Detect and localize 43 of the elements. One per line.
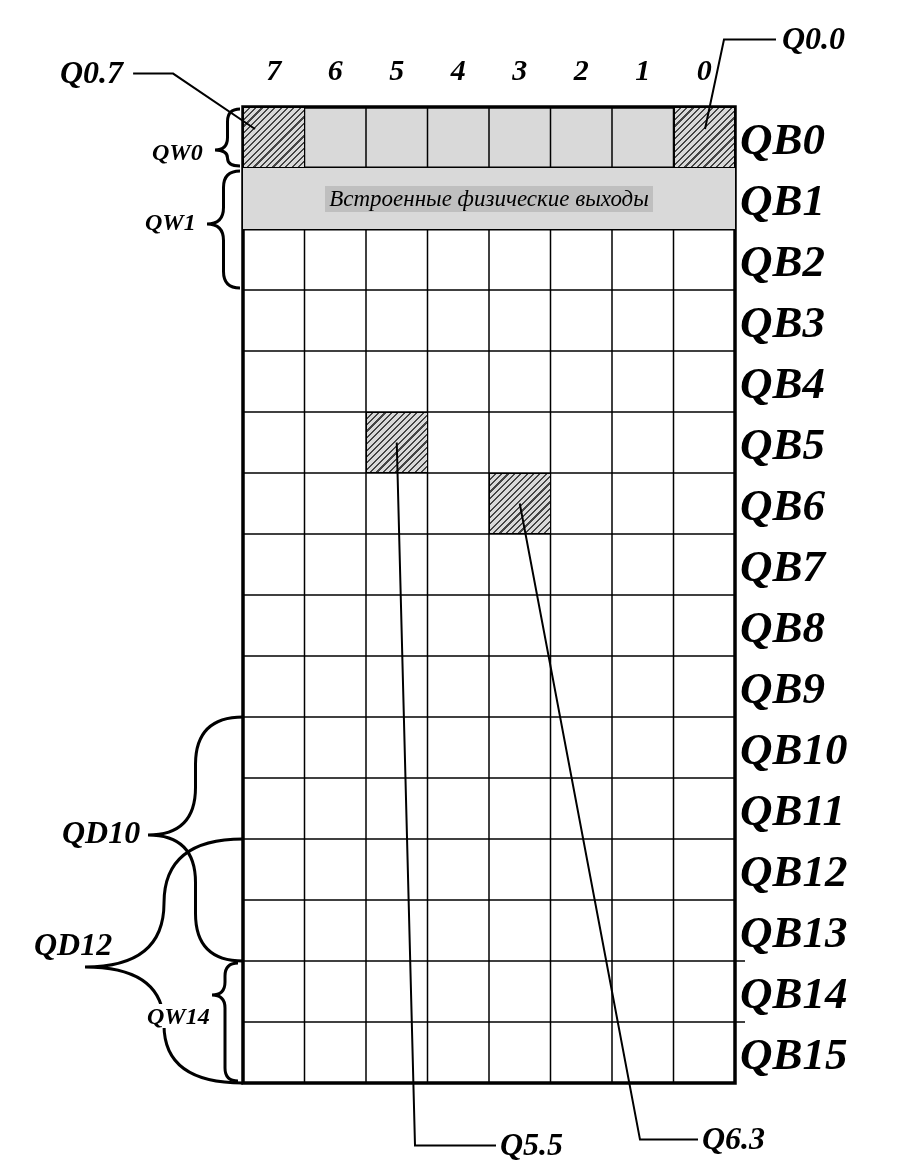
- byte-address: QB11: [740, 788, 846, 833]
- byte-address: QB15: [740, 1032, 848, 1077]
- bit-number: 6: [327, 55, 343, 85]
- byte-address: QB5: [740, 422, 825, 467]
- bit-number: 0: [696, 55, 712, 85]
- outputs-band: [243, 168, 735, 229]
- byte-address: QB1: [740, 178, 825, 223]
- bit-address-label: Q0.7: [60, 56, 124, 88]
- byte-address: QB10: [740, 727, 848, 772]
- bit-number: 1: [635, 55, 651, 85]
- byte-address: QB4: [740, 361, 825, 406]
- leader-line: [518, 502, 699, 1141]
- byte-address: QB9: [740, 666, 825, 711]
- byte-address: QB13: [740, 910, 848, 955]
- leader-line: [395, 441, 497, 1147]
- byte-address: QB12: [740, 849, 848, 894]
- hatched-cell: [366, 412, 428, 473]
- hatched-cell: [673, 107, 735, 168]
- doubleword-address: QD12: [34, 928, 113, 960]
- hatched-cell: [489, 473, 551, 534]
- byte-address: QB14: [740, 971, 848, 1016]
- leader-line: [704, 38, 777, 130]
- byte-address: QB6: [740, 483, 825, 528]
- byte-address: QB0: [740, 117, 825, 162]
- bit-number: 3: [512, 55, 528, 85]
- bit-number: 5: [389, 55, 405, 85]
- byte-address: QB2: [740, 239, 825, 284]
- bit-number: 4: [450, 55, 466, 85]
- word-address: QW14: [147, 1004, 210, 1028]
- bit-address-label: Q5.5: [500, 1128, 564, 1160]
- leader-line: [132, 72, 256, 130]
- bit-address-label: Q6.3: [702, 1122, 766, 1154]
- byte-address: QB8: [740, 605, 825, 650]
- bit-address-label: Q0.0: [782, 22, 846, 54]
- hatched-cell: [243, 107, 305, 168]
- byte-address: QB7: [740, 544, 825, 589]
- bit-number: 7: [266, 55, 282, 85]
- doubleword-address: QD10: [62, 816, 141, 848]
- bit-number: 2: [573, 55, 589, 85]
- word-address: QW1: [145, 210, 196, 234]
- byte-address: QB3: [740, 300, 825, 345]
- band-caption: Встроенные физические выходы: [325, 185, 653, 212]
- word-address: QW0: [152, 140, 203, 164]
